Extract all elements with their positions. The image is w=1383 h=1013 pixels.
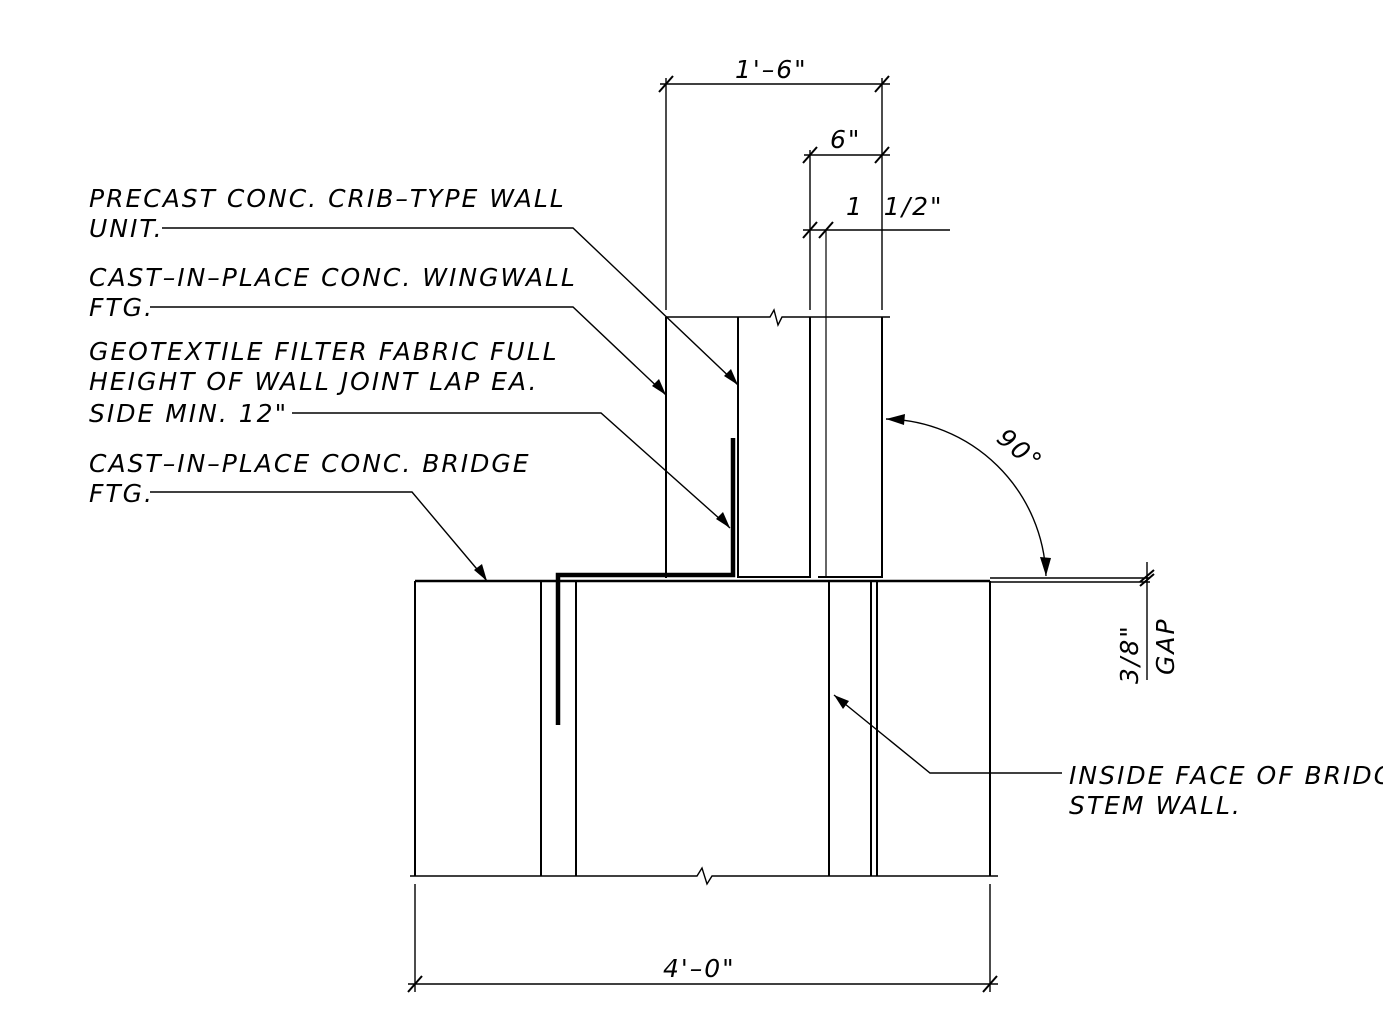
dim-six-inch-text: 6" [830,125,861,154]
callout-bridge-ftg-line2: FTG. [89,479,154,508]
bridge-footing [410,579,998,886]
callout-bridge-ftg-line1: CAST–IN–PLACE CONC. BRIDGE [89,449,531,478]
dimension-footing-width [407,884,998,993]
dimension-six-inch [802,146,890,310]
callout-wingwall-ftg-line1: CAST–IN–PLACE CONC. WINGWALL [89,263,577,292]
callout-geotextile-line2: HEIGHT OF WALL JOINT LAP EA. [89,367,538,396]
callout-crib-wall-line1: PRECAST CONC. CRIB–TYPE WALL [89,184,566,213]
callout-inside-face-line1: INSIDE FACE OF BRIDGE [1069,761,1383,790]
dimension-one-half [802,221,950,239]
dim-wall-width-text: 1'–6" [735,55,808,84]
dimension-wall-width [658,75,890,310]
dim-footing-width-text: 4'–0" [663,954,736,983]
callout-geotextile-line3: SIDE MIN. 12" [89,399,288,428]
callout-wingwall-ftg-line2: FTG. [89,293,154,322]
geotextile-fabric [555,438,736,725]
dim-one-half-text: 1 1/2" [846,192,944,221]
callout-geotextile-line1: GEOTEXTILE FILTER FABRIC FULL [89,337,559,366]
gap-value-text: 3/8" [1115,624,1144,684]
angle-90-indicator [885,414,1150,579]
crib-wall-unit [665,230,890,578]
top-break-line [666,308,890,327]
gap-label-text: GAP [1151,617,1180,675]
gap-dimension [990,562,1155,680]
callout-crib-wall-line2: UNIT. [89,214,164,243]
callout-leaders [150,227,1062,774]
bottom-break-line [410,866,998,886]
callout-inside-face-line2: STEM WALL. [1069,791,1242,820]
